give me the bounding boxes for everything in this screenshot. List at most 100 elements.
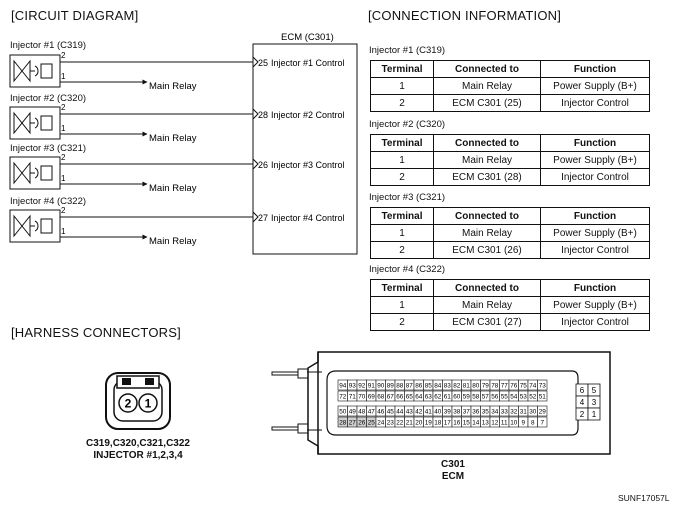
svg-text:89: 89 — [387, 383, 395, 390]
svg-text:1: 1 — [592, 410, 597, 419]
injector-3-label: Injector #3 (C321) — [10, 143, 87, 154]
injector-2-pin1: 1 — [61, 124, 66, 133]
injector-1-circuit: 2 1 Main Relay — [9, 51, 253, 92]
injector-1-symbol — [9, 54, 61, 88]
svg-text:39: 39 — [444, 409, 452, 416]
ecm-pin-26: 26 — [356, 416, 367, 428]
svg-text:13: 13 — [482, 420, 490, 427]
svg-text:4: 4 — [580, 398, 585, 407]
svg-text:27: 27 — [349, 420, 357, 427]
table-2-title: Injector #2 (C320) — [369, 119, 446, 130]
svg-text:44: 44 — [396, 409, 404, 416]
ecm-pin-78: 78 — [489, 379, 500, 391]
ecm-pin-24: 24 — [375, 416, 386, 428]
table-row: 1 Main Relay Power Supply (B+) — [370, 151, 650, 169]
ecm-pin-62: 62 — [432, 390, 443, 402]
svg-text:32: 32 — [510, 409, 518, 416]
svg-text:75: 75 — [520, 383, 528, 390]
circuit-diagram-heading: [CIRCUIT DIAGRAM] — [11, 8, 139, 23]
svg-text:12: 12 — [491, 420, 499, 427]
svg-text:25: 25 — [258, 58, 268, 68]
svg-text:25: 25 — [368, 420, 376, 427]
svg-text:35: 35 — [482, 409, 490, 416]
table-header-row: Terminal Connected to Function — [370, 279, 650, 297]
ecm-pin-44: 44 — [394, 405, 405, 417]
ecm-pin-76: 76 — [508, 379, 519, 391]
svg-text:10: 10 — [510, 420, 518, 427]
svg-text:3: 3 — [592, 398, 597, 407]
ecm-pin-66: 66 — [394, 390, 405, 402]
ecm-box — [252, 43, 358, 255]
injector-3-pin2: 2 — [61, 153, 66, 162]
injector-connector-caption: C319,C320,C321,C322 INJECTOR #1,2,3,4 — [70, 438, 206, 462]
ecm-pin-25: 25 Injector #1 Control — [252, 56, 345, 68]
ecm-pin-22: 22 — [394, 416, 405, 428]
ecm-connector-caption: C301 ECM — [428, 459, 478, 483]
ecm-side-pin-6: 6 — [575, 383, 589, 397]
svg-text:26: 26 — [258, 160, 268, 170]
svg-text:60: 60 — [453, 394, 461, 401]
ecm-pin-28: 28 Injector #2 Control — [252, 108, 345, 120]
ecm-side-pin-3: 3 — [587, 395, 601, 409]
svg-text:64: 64 — [415, 394, 423, 401]
ecm-side-pin-5: 5 — [587, 383, 601, 397]
ecm-pin-30: 30 — [527, 405, 538, 417]
ecm-pin-64: 64 — [413, 390, 424, 402]
svg-text:77: 77 — [501, 383, 509, 390]
ecm-pin-20: 20 — [413, 416, 424, 428]
ecm-pin-94: 94 — [337, 379, 348, 391]
svg-text:65: 65 — [406, 394, 414, 401]
ecm-pin-28: 28 — [337, 416, 348, 428]
svg-text:52: 52 — [529, 394, 537, 401]
ecm-pin-75: 75 — [518, 379, 529, 391]
svg-text:56: 56 — [491, 394, 499, 401]
svg-text:55: 55 — [501, 394, 509, 401]
svg-text:22: 22 — [396, 420, 404, 427]
ecm-pin-21: 21 — [404, 416, 415, 428]
ecm-pin-79: 79 — [480, 379, 491, 391]
ecm-pin-23: 23 — [385, 416, 396, 428]
table-1-title: Injector #1 (C319) — [369, 45, 446, 56]
svg-text:40: 40 — [434, 409, 442, 416]
svg-text:19: 19 — [425, 420, 433, 427]
injector-1-pin2: 2 — [61, 51, 66, 60]
ecm-pin-77: 77 — [499, 379, 510, 391]
svg-text:76: 76 — [510, 383, 518, 390]
ecm-pin-85: 85 — [423, 379, 434, 391]
injector-2-label: Injector #2 (C320) — [10, 93, 87, 104]
ecm-pin-80: 80 — [470, 379, 481, 391]
svg-text:87: 87 — [406, 383, 414, 390]
ecm-pin-53: 53 — [518, 390, 529, 402]
ecm-pin-27: 27 — [347, 416, 358, 428]
svg-text:50: 50 — [339, 409, 347, 416]
ecm-connector-caption-line2: ECM — [441, 471, 465, 482]
svg-text:85: 85 — [425, 383, 433, 390]
svg-text:53: 53 — [520, 394, 528, 401]
svg-text:93: 93 — [349, 383, 357, 390]
svg-text:74: 74 — [529, 383, 537, 390]
table-row: 2 ECM C301 (25) Injector Control — [370, 94, 650, 112]
svg-text:78: 78 — [491, 383, 499, 390]
svg-text:11: 11 — [501, 420, 508, 427]
svg-text:7: 7 — [540, 420, 544, 427]
svg-text:26: 26 — [358, 420, 366, 427]
svg-text:47: 47 — [368, 409, 376, 416]
ecm-pin-19: 19 — [423, 416, 434, 428]
ecm-pin-13: 13 — [480, 416, 491, 428]
svg-text:84: 84 — [434, 383, 442, 390]
ecm-pin-65: 65 — [404, 390, 415, 402]
svg-text:61: 61 — [444, 394, 452, 401]
svg-text:30: 30 — [529, 409, 537, 416]
svg-text:43: 43 — [406, 409, 414, 416]
ecm-pin-36: 36 — [470, 405, 481, 417]
ecm-pin-54: 54 — [508, 390, 519, 402]
svg-text:37: 37 — [463, 409, 471, 416]
svg-text:Injector #4 Control: Injector #4 Control — [271, 213, 345, 223]
ecm-pin-72: 72 — [337, 390, 348, 402]
svg-text:86: 86 — [415, 383, 423, 390]
ecm-title: ECM (C301) — [281, 32, 334, 43]
ecm-pin-81: 81 — [461, 379, 472, 391]
ecm-pin-56: 56 — [489, 390, 500, 402]
svg-text:92: 92 — [358, 383, 366, 390]
